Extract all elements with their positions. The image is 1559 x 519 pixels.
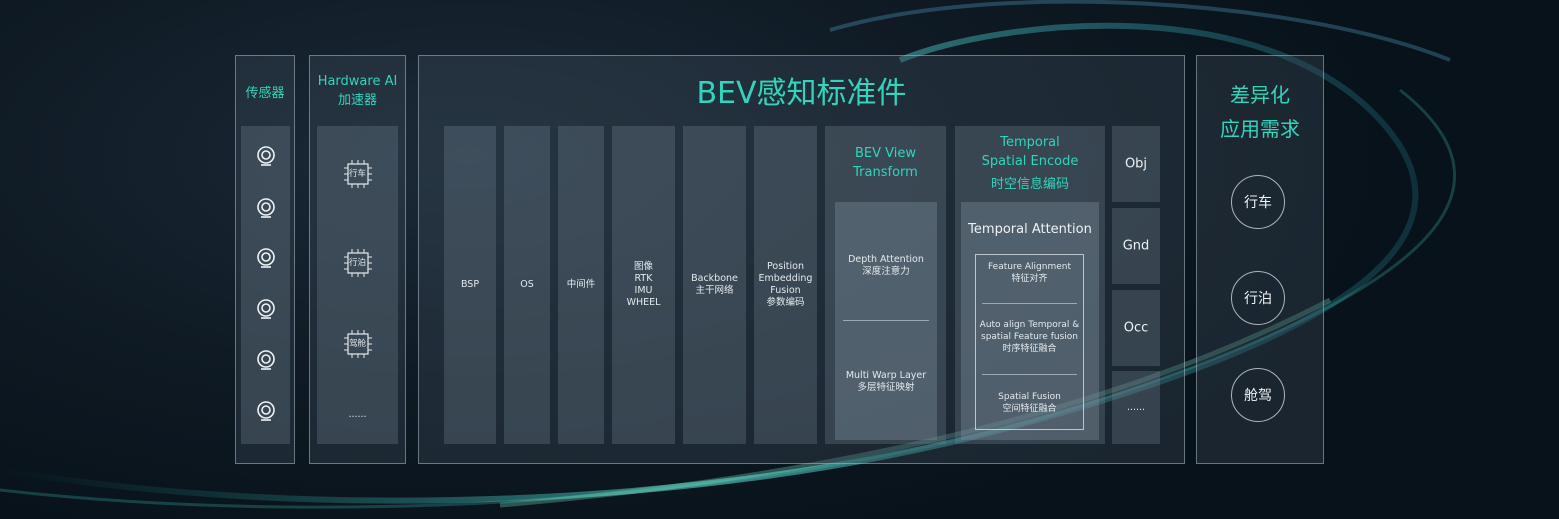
- auto-align-line1: Auto align Temporal &: [979, 320, 1080, 330]
- head-occ-label: Occ: [1123, 320, 1149, 336]
- camera-icon: [255, 145, 277, 171]
- camera-icon: [255, 298, 277, 324]
- depth-attention-zh: 深度注意力: [862, 266, 910, 277]
- view-transform-inner: Depth Attention 深度注意力 Multi Warp Layer 多…: [835, 202, 937, 440]
- temporal-title-line3: 时空信息编码: [990, 177, 1069, 192]
- multi-warp-zh: 多层特征映射: [857, 382, 915, 393]
- view-transform-title-line2: Transform: [853, 165, 918, 180]
- input-image: 图像: [633, 261, 653, 272]
- auto-align-line2: spatial Feature fusion: [981, 332, 1078, 342]
- input-imu: IMU: [634, 285, 653, 296]
- sensors-title: 传感器: [245, 86, 285, 101]
- head-occ: Occ: [1112, 290, 1160, 366]
- input-wheel: WHEEL: [626, 297, 661, 308]
- needs-title-line1: 差异化: [1230, 83, 1290, 107]
- temporal-title-line2: Spatial Encode: [981, 154, 1079, 169]
- divider: [982, 374, 1077, 375]
- chip-icon: 驾舱: [342, 328, 374, 364]
- hardware-title-line2: 加速器: [337, 93, 377, 108]
- layer-position-label: Position Embedding Fusion 参数编码: [754, 261, 817, 309]
- depth-attention-en: Depth Attention: [848, 254, 924, 265]
- input-rtk: RTK: [634, 273, 653, 284]
- backbone-zh: 主干网络: [695, 285, 734, 296]
- hardware-panel: Hardware AI 加速器 行车 行泊 驾舱 ......: [309, 55, 406, 464]
- head-gnd-label: Gnd: [1122, 238, 1150, 254]
- layer-backbone-label: Backbone 主干网络: [683, 273, 746, 297]
- temporal-title-line1: Temporal: [1000, 135, 1060, 150]
- bev-panel: BEV感知标准件 BSP OS 中间件 图像 RTK IMU WHEEL Bac…: [418, 55, 1185, 464]
- needs-panel: 差异化 应用需求 行车 行泊 舱驾: [1196, 55, 1324, 464]
- camera-icon: [255, 197, 277, 223]
- backbone-en: Backbone: [691, 273, 738, 284]
- camera-icon: [255, 349, 277, 375]
- need-driving: 行车: [1231, 175, 1285, 229]
- multi-warp-en: Multi Warp Layer: [845, 370, 927, 381]
- layer-position-embedding: Position Embedding Fusion 参数编码: [754, 126, 817, 444]
- feature-alignment: Feature Alignment 特征对齐: [976, 261, 1083, 285]
- layer-middleware-label: 中间件: [566, 279, 596, 290]
- layer-middleware: 中间件: [558, 126, 604, 444]
- head-gnd: Gnd: [1112, 208, 1160, 284]
- multi-warp-layer: Multi Warp Layer 多层特征映射: [835, 370, 937, 394]
- head-more: ......: [1112, 371, 1160, 444]
- sensors-panel: 传感器: [235, 55, 295, 464]
- hardware-title-line1: Hardware AI: [317, 74, 398, 89]
- divider: [843, 320, 929, 321]
- temporal-sub-box: Feature Alignment 特征对齐 Auto align Tempor…: [975, 254, 1084, 430]
- camera-icon: [255, 247, 277, 273]
- view-transform-title-line1: BEV View: [854, 146, 916, 161]
- spatial-fusion-zh: 空间特征融合: [1002, 404, 1057, 414]
- layer-bsp-label: BSP: [460, 279, 480, 290]
- layer-os: OS: [504, 126, 550, 444]
- position-line2: Embedding: [758, 273, 813, 284]
- position-line3: Fusion: [770, 285, 801, 296]
- position-line1: Position: [767, 261, 804, 272]
- hardware-more: ......: [348, 409, 367, 420]
- sensors-list: [241, 126, 290, 444]
- head-more-label: ......: [1126, 401, 1146, 413]
- head-obj-label: Obj: [1124, 156, 1148, 172]
- layer-os-label: OS: [520, 279, 534, 290]
- chip-label: 行泊: [348, 258, 366, 268]
- feature-alignment-en: Feature Alignment: [988, 262, 1071, 272]
- need-cockpit-driving: 舱驾: [1231, 368, 1285, 422]
- auto-align-line3: 时序特征融合: [1002, 344, 1057, 354]
- layer-backbone: Backbone 主干网络: [683, 126, 746, 444]
- need-driving-parking: 行泊: [1231, 271, 1285, 325]
- layer-inputs-label: 图像 RTK IMU WHEEL: [612, 261, 675, 309]
- chip-label: 行车: [348, 169, 366, 179]
- depth-attention: Depth Attention 深度注意力: [835, 254, 937, 278]
- chip-icon: 行泊: [342, 247, 374, 283]
- spatial-fusion-en: Spatial Fusion: [998, 392, 1061, 402]
- spatial-fusion: Spatial Fusion 空间特征融合: [976, 391, 1083, 415]
- layer-bsp: BSP: [444, 126, 496, 444]
- layer-inputs: 图像 RTK IMU WHEEL: [612, 126, 675, 444]
- bev-title: BEV感知标准件: [696, 76, 907, 111]
- chip-label: 驾舱: [348, 339, 366, 349]
- head-obj: Obj: [1112, 126, 1160, 202]
- divider: [982, 303, 1077, 304]
- auto-align-fusion: Auto align Temporal & spatial Feature fu…: [976, 319, 1083, 355]
- feature-alignment-zh: 特征对齐: [1011, 274, 1048, 284]
- position-line4: 参数编码: [766, 297, 805, 308]
- temporal-attention: Temporal Attention: [968, 222, 1092, 237]
- needs-title-line2: 应用需求: [1220, 117, 1300, 141]
- camera-icon: [255, 400, 277, 426]
- temporal-inner: Temporal Attention Feature Alignment 特征对…: [961, 202, 1099, 440]
- chip-icon: 行车: [342, 158, 374, 194]
- hardware-list: 行车 行泊 驾舱 ......: [317, 126, 398, 444]
- view-transform-block: BEV View Transform Depth Attention 深度注意力…: [825, 126, 946, 444]
- temporal-block: Temporal Spatial Encode 时空信息编码 Temporal …: [955, 126, 1105, 444]
